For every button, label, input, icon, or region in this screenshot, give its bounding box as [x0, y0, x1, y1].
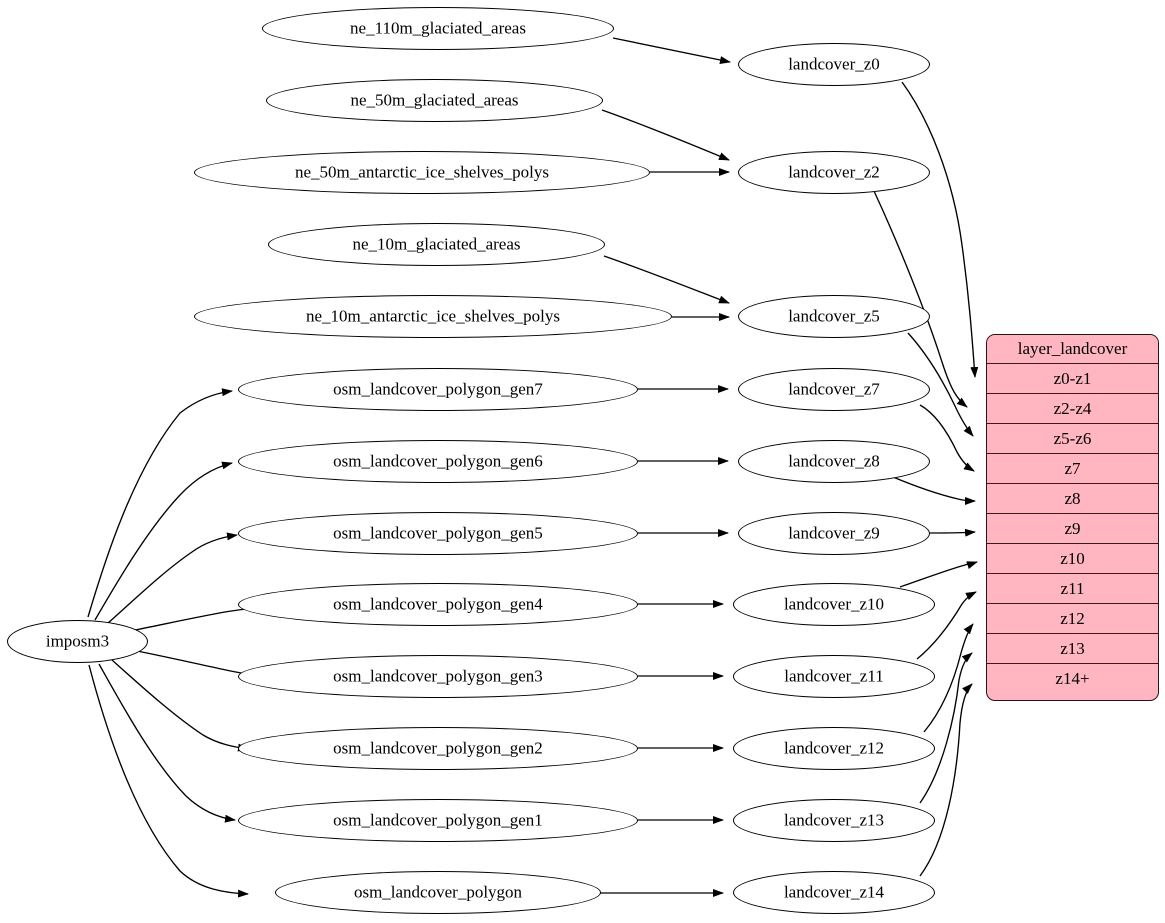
- node-osm-landcover-polygon[interactable]: osm_landcover_polygon: [275, 871, 601, 914]
- table-row-z7[interactable]: z7: [987, 453, 1158, 483]
- edge-z14-to-row-z14plus: [919, 683, 973, 877]
- node-label: ne_50m_glaciated_areas: [350, 90, 519, 110]
- node-landcover-z10[interactable]: landcover_z10: [733, 583, 935, 626]
- edge-imposm3-to-gen5: [106, 532, 238, 625]
- node-layer-landcover-table[interactable]: layer_landcover z0-z1 z2-z4 z5-z6 z7 z8 …: [986, 334, 1159, 701]
- node-ne-110m-glaciated-areas[interactable]: ne_110m_glaciated_areas: [262, 7, 614, 50]
- edge-ne50glac-to-z2: [601, 109, 730, 161]
- node-label: ne_10m_antarctic_ice_shelves_polys: [306, 306, 560, 326]
- node-label: osm_landcover_polygon_gen2: [333, 738, 543, 758]
- node-label: landcover_z2: [788, 162, 880, 182]
- table-row-z0-z1[interactable]: z0-z1: [987, 363, 1158, 393]
- table-row-label: z2-z4: [1053, 398, 1092, 418]
- node-landcover-z9[interactable]: landcover_z9: [738, 512, 930, 555]
- edge-z9-to-row-z9: [929, 528, 976, 537]
- node-ne-10m-antarctic-ice-shelves-polys[interactable]: ne_10m_antarctic_ice_shelves_polys: [194, 295, 672, 338]
- node-label: landcover_z12: [783, 738, 885, 758]
- table-row-label: z0-z1: [1053, 368, 1092, 388]
- node-osm-landcover-polygon-gen7[interactable]: osm_landcover_polygon_gen7: [238, 368, 638, 411]
- node-landcover-z11[interactable]: landcover_z11: [733, 655, 935, 698]
- node-label: osm_landcover_polygon_gen1: [333, 810, 543, 830]
- table-row-z14-plus[interactable]: z14+: [987, 663, 1158, 693]
- table-row-z13[interactable]: z13: [987, 633, 1158, 663]
- node-imposm3[interactable]: imposm3: [7, 620, 148, 663]
- table-row-z11[interactable]: z11: [987, 573, 1158, 603]
- node-landcover-z8[interactable]: landcover_z8: [738, 440, 930, 483]
- table-row-label: z14+: [1055, 668, 1090, 688]
- node-label: landcover_z11: [784, 666, 884, 686]
- node-osm-landcover-polygon-gen3[interactable]: osm_landcover_polygon_gen3: [238, 655, 638, 698]
- node-ne-50m-antarctic-ice-shelves-polys[interactable]: ne_50m_antarctic_ice_shelves_polys: [194, 151, 650, 194]
- table-row-label: z12: [1060, 608, 1085, 628]
- node-label: landcover_z7: [788, 379, 880, 399]
- table-header: layer_landcover: [987, 335, 1158, 363]
- node-label: landcover_z8: [788, 451, 880, 471]
- node-landcover-z5[interactable]: landcover_z5: [738, 295, 930, 338]
- edge-ne110-to-z0: [612, 37, 731, 64]
- table-row-z8[interactable]: z8: [987, 483, 1158, 513]
- table-row-label: z5-z6: [1053, 428, 1092, 448]
- node-label: imposm3: [45, 631, 110, 651]
- table-header-label: layer_landcover: [1017, 339, 1128, 358]
- node-label: osm_landcover_polygon: [353, 882, 523, 902]
- table-row-z12[interactable]: z12: [987, 603, 1158, 633]
- node-landcover-z7[interactable]: landcover_z7: [738, 368, 930, 411]
- node-label: osm_landcover_polygon_gen6: [333, 451, 543, 471]
- node-label: osm_landcover_polygon_gen5: [333, 523, 543, 543]
- node-label: osm_landcover_polygon_gen4: [333, 594, 543, 614]
- node-ne-10m-glaciated-areas[interactable]: ne_10m_glaciated_areas: [268, 223, 605, 266]
- node-label: landcover_z0: [788, 54, 880, 74]
- node-label: landcover_z14: [783, 882, 885, 902]
- node-landcover-z14[interactable]: landcover_z14: [733, 871, 935, 914]
- table-row-z2-z4[interactable]: z2-z4: [987, 393, 1158, 423]
- node-osm-landcover-polygon-gen4[interactable]: osm_landcover_polygon_gen4: [238, 583, 638, 626]
- node-landcover-z2[interactable]: landcover_z2: [738, 151, 930, 194]
- edge-z0-to-row-z0z1: [901, 81, 979, 378]
- node-label: ne_50m_antarctic_ice_shelves_polys: [295, 162, 549, 182]
- edge-imposm3-to-gen7: [87, 388, 233, 618]
- node-label: landcover_z9: [788, 523, 880, 543]
- node-osm-landcover-polygon-gen5[interactable]: osm_landcover_polygon_gen5: [238, 512, 638, 555]
- node-label: ne_110m_glaciated_areas: [350, 18, 526, 38]
- table-row-label: z9: [1064, 518, 1081, 538]
- node-label: landcover_z13: [783, 810, 885, 830]
- edge-imposm3-to-gen2: [111, 659, 249, 752]
- node-label: landcover_z5: [788, 306, 880, 326]
- node-osm-landcover-polygon-gen1[interactable]: osm_landcover_polygon_gen1: [238, 799, 638, 842]
- node-landcover-z0[interactable]: landcover_z0: [738, 43, 930, 86]
- table-row-label: z8: [1064, 488, 1081, 508]
- edge-z10-to-row-z10: [899, 561, 978, 588]
- edge-imposm3-to-gen1: [98, 663, 236, 823]
- table-row-z9[interactable]: z9: [987, 513, 1158, 543]
- node-label: ne_10m_glaciated_areas: [352, 234, 521, 254]
- table-row-label: z13: [1060, 638, 1085, 658]
- node-landcover-z13[interactable]: landcover_z13: [733, 799, 935, 842]
- node-osm-landcover-polygon-gen2[interactable]: osm_landcover_polygon_gen2: [238, 727, 638, 770]
- node-label: osm_landcover_polygon_gen3: [333, 666, 543, 686]
- node-label: landcover_z10: [783, 594, 885, 614]
- edge-imposm3-to-gen4: [134, 603, 263, 631]
- edge-z8-to-row-z8: [892, 476, 976, 505]
- edge-ne10glac-to-z5: [603, 255, 730, 304]
- table-row-label: z10: [1060, 548, 1085, 568]
- table-row-label: z7: [1064, 458, 1081, 478]
- node-landcover-z12[interactable]: landcover_z12: [733, 727, 935, 770]
- node-ne-50m-glaciated-areas[interactable]: ne_50m_glaciated_areas: [266, 79, 603, 122]
- node-osm-landcover-polygon-gen6[interactable]: osm_landcover_polygon_gen6: [238, 440, 638, 483]
- table-row-z10[interactable]: z10: [987, 543, 1158, 573]
- edge-imposm3-to-osmpoly: [88, 664, 249, 898]
- table-row-label: z11: [1060, 578, 1085, 598]
- edge-imposm3-to-gen6: [94, 461, 233, 621]
- table-row-z5-z6[interactable]: z5-z6: [987, 423, 1158, 453]
- node-label: osm_landcover_polygon_gen7: [333, 379, 543, 399]
